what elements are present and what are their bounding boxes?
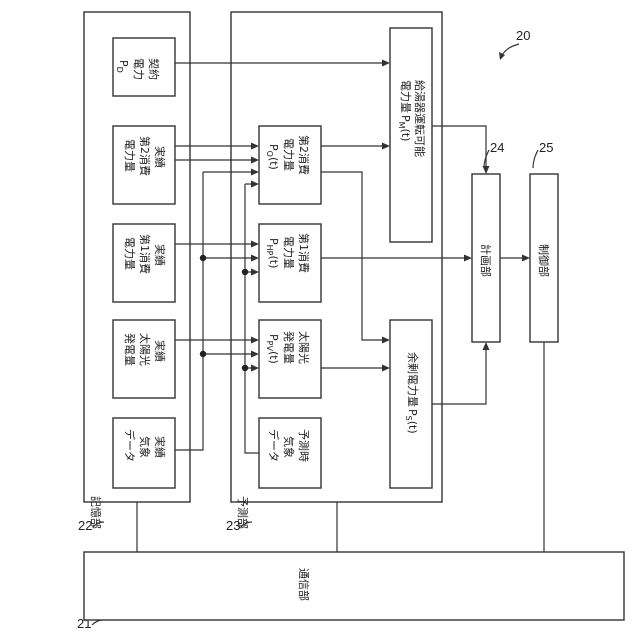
arrowhead-planning-to-control bbox=[522, 255, 530, 262]
arrowhead-weather-to-pred1 bbox=[251, 269, 259, 276]
actual-first-line2: 第1消費 bbox=[138, 234, 152, 274]
solar-generation-line1: 太陽光 bbox=[297, 331, 311, 364]
contract-power-line2: 電力 bbox=[132, 58, 145, 80]
block-second-consumption: 第2消費 電力量 PO(t) bbox=[259, 126, 321, 204]
arrowhead-actual2-to-pred2-a bbox=[251, 143, 259, 150]
junction-dot-2 bbox=[200, 351, 206, 357]
arrowhead-pred2-to-surplus bbox=[382, 337, 390, 344]
forecast-weather-line1: 予測時 bbox=[297, 429, 311, 462]
wire-heater-to-planning bbox=[432, 126, 486, 168]
arrowhead-predsolar-to-surplus bbox=[382, 365, 390, 372]
arrowhead-weather-to-predsolar bbox=[251, 365, 259, 372]
surplus-power-symbol: 余剰電力量PS(t) bbox=[404, 352, 420, 434]
planning-ref: 24 bbox=[490, 140, 504, 155]
control-label: 制御部 bbox=[537, 244, 551, 277]
junction-dot-4 bbox=[242, 365, 248, 371]
arrowhead-weather-to-pred2 bbox=[251, 169, 259, 176]
arrowhead-actual1-to-pred1 bbox=[251, 241, 259, 248]
actual-solar-line1: 実績 bbox=[153, 340, 167, 362]
communication-label: 通信部 bbox=[297, 568, 311, 601]
block-contract-power: 契約 電力 PD bbox=[113, 38, 175, 96]
block-first-consumption: 第1消費 電力量 PHP(t) bbox=[259, 224, 321, 302]
block-actual-first-consumption: 実績 第1消費 電力量 bbox=[113, 224, 175, 302]
actual-first-line3: 電力量 bbox=[123, 237, 136, 270]
wire-forecast-weather-bus bbox=[245, 184, 259, 453]
actual-first-line1: 実績 bbox=[153, 244, 167, 266]
actual-second-line3: 電力量 bbox=[123, 139, 136, 172]
arrowhead-actualsolar-to-predsolar bbox=[251, 337, 259, 344]
first-consumption-line2: 電力量 bbox=[282, 236, 295, 269]
actual-solar-line3: 発電量 bbox=[123, 333, 137, 366]
second-consumption-line1: 第2消費 bbox=[297, 135, 311, 175]
figure-number: 20 bbox=[516, 28, 530, 43]
actual-weather-line3: データ bbox=[123, 429, 137, 462]
arrowhead-actual2-to-pred2-b bbox=[251, 157, 259, 164]
actual-weather-line1: 実績 bbox=[153, 436, 167, 458]
block-planning: 計画部 bbox=[472, 174, 500, 342]
junction-dot-3 bbox=[242, 269, 248, 275]
first-consumption-line1: 第1消費 bbox=[297, 233, 311, 273]
block-solar-generation: 太陽光 発電量 PPV(t) bbox=[259, 320, 321, 398]
block-surplus-power: 余剰電力量PS(t) bbox=[390, 320, 432, 488]
second-consumption-line2: 電力量 bbox=[282, 138, 295, 171]
wire-actual-weather-bus bbox=[175, 172, 203, 450]
block-actual-weather-data: 実績 気象 データ bbox=[113, 418, 175, 488]
arrowhead-surplus-to-planning bbox=[483, 342, 490, 350]
forecast-weather-line2: 気象 bbox=[282, 436, 296, 458]
actual-second-line1: 実績 bbox=[153, 146, 167, 168]
arrowhead-pred1-to-planning bbox=[464, 255, 472, 262]
control-ref-leader bbox=[533, 150, 538, 168]
junction-dot-1 bbox=[200, 255, 206, 261]
block-actual-second-consumption: 実績 第2消費 電力量 bbox=[113, 126, 175, 204]
actual-weather-line2: 気象 bbox=[138, 436, 152, 458]
actual-solar-line2: 太陽光 bbox=[138, 333, 152, 366]
prediction-ref: 23 bbox=[226, 518, 240, 533]
block-control: 制御部 bbox=[530, 174, 558, 342]
arrowhead-heater-to-planning bbox=[483, 166, 490, 174]
block-forecast-weather: 予測時 気象 データ bbox=[259, 418, 321, 488]
control-ref: 25 bbox=[539, 140, 553, 155]
planning-label: 計画部 bbox=[479, 244, 493, 277]
block-actual-solar-generation: 実績 太陽光 発電量 bbox=[113, 320, 175, 398]
second-consumption-symbol: PO(t) bbox=[265, 144, 280, 170]
arrowhead-forecast-to-pred2 bbox=[251, 181, 259, 188]
arrowhead-junction-to-pred1 bbox=[251, 255, 259, 262]
block-water-heater-power: 給湯器運転可能 電力量PM(t) bbox=[390, 28, 432, 242]
water-heater-line1: 給湯器運転可能 bbox=[413, 80, 427, 157]
wire-surplus-to-planning bbox=[432, 348, 486, 404]
actual-second-line2: 第2消費 bbox=[138, 136, 152, 176]
contract-power-line1: 契約 bbox=[147, 58, 161, 80]
communication-ref-leader bbox=[92, 620, 103, 625]
arrowhead-contract-to-heater bbox=[382, 60, 390, 67]
water-heater-symbol: 電力量PM(t) bbox=[397, 80, 412, 141]
wire-pred2-to-surplus bbox=[321, 172, 384, 340]
block-communication: 通信部 bbox=[84, 552, 624, 620]
arrowhead-junction-to-predsolar bbox=[251, 351, 259, 358]
arrowhead-pred2-to-heater bbox=[382, 143, 390, 150]
storage-ref: 22 bbox=[78, 518, 92, 533]
solar-generation-line2: 発電量 bbox=[282, 331, 296, 364]
forecast-weather-line3: データ bbox=[267, 429, 281, 462]
